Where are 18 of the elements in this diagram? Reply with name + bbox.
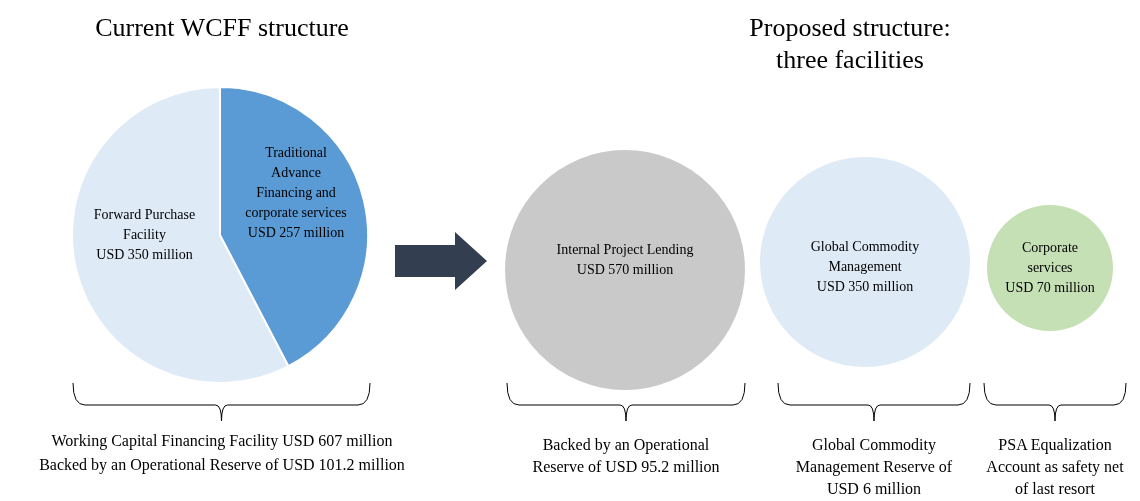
node-text: Global Commodity Management [809,238,921,276]
node-text: Corporate services [1021,239,1079,277]
node-text: USD 570 million [576,261,674,279]
node-text: USD 350 million [96,246,193,264]
bracket-caption: Working Capital Financing Facility USD 607 million [50,431,394,452]
node-text: Forward Purchase Facility [92,206,197,244]
node-text: Internal Project Lending [556,241,694,259]
node-text: Traditional Advance Financing and corporate services [244,144,348,222]
node-text: USD 350 million [816,278,914,296]
bracket-caption: Backed by an Operational Reserve of USD 101.2 million [38,455,406,476]
section-title: Current WCFF structure [94,12,350,44]
block-arrow [395,232,487,290]
bracket-caption: Backed by an Operational Reserve of USD 95.2 million [531,435,721,477]
node-text: USD 70 million [1005,279,1095,297]
section-title: Proposed structure: three facilities [748,12,952,76]
node-text: USD 257 million [247,224,345,242]
bracket-caption: PSA Equalization Account as safety net of last resort [985,435,1125,499]
bracket-caption: Global Commodity Management Reserve of USD 6 million [794,435,954,499]
